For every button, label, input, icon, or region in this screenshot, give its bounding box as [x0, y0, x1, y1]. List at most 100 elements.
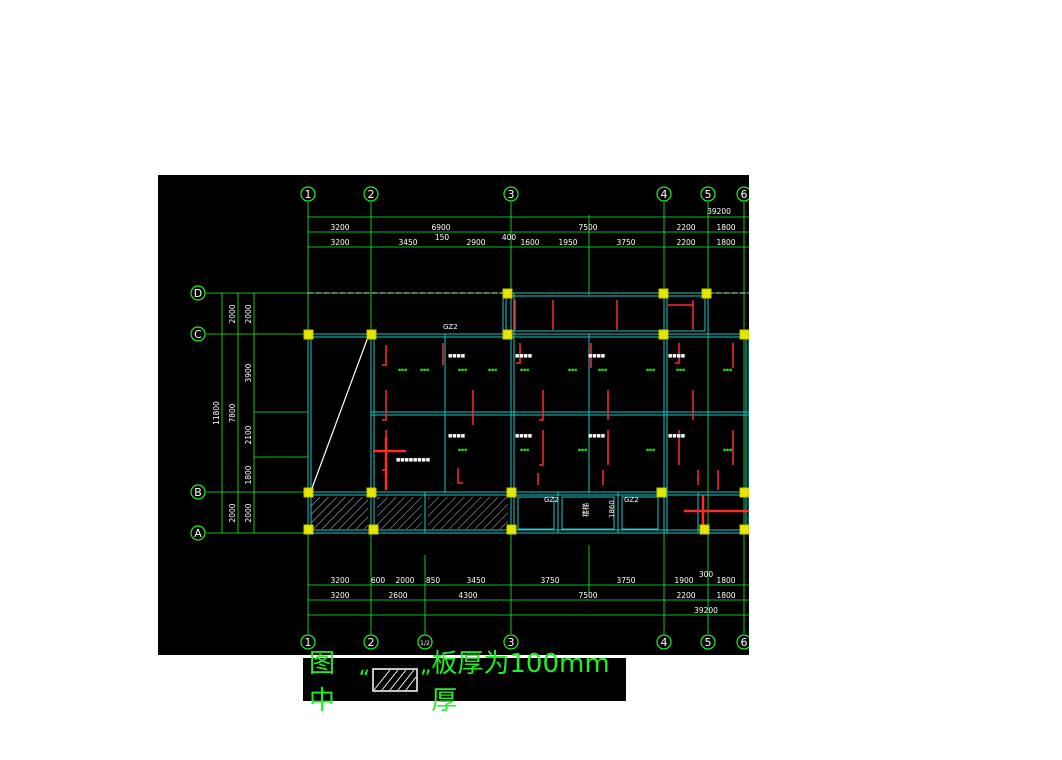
axis-label-3: 3 [508, 188, 515, 201]
svg-text:▪▪▪: ▪▪▪ [646, 368, 655, 373]
bottom-dimension-text: 3200 600 2000 850 3450 3750 3750 1900 18… [330, 570, 735, 615]
svg-text:2000: 2000 [228, 503, 237, 522]
axis-label-bottom-1: 1 [305, 636, 312, 649]
svg-text:2100: 2100 [244, 425, 253, 444]
svg-text:3750: 3750 [616, 576, 635, 585]
svg-text:■■■■: ■■■■ [515, 354, 532, 359]
svg-text:2000: 2000 [244, 304, 253, 323]
svg-text:■■■■: ■■■■ [515, 434, 532, 439]
label-1860: 1860 [608, 500, 616, 518]
svg-text:■■■■: ■■■■ [588, 434, 605, 439]
axis-label-D: D [194, 287, 202, 300]
svg-text:1800: 1800 [244, 465, 253, 484]
axis-label-1: 1 [305, 188, 312, 201]
svg-text:2200: 2200 [676, 223, 695, 232]
axis-bubble-4 [656, 186, 672, 202]
legend-quote-open: “ [358, 667, 370, 692]
hatch-swatch-icon [372, 667, 418, 692]
label-gz2-left: GZ2 [544, 496, 559, 504]
svg-text:1800: 1800 [716, 238, 735, 247]
axis-label-bottom-4: 4 [661, 636, 668, 649]
top-dimension-text: 39200 3200 6900 7500 2200 1800 3200 3450… [330, 207, 735, 247]
svg-text:600: 600 [371, 576, 386, 585]
svg-text:▪▪▪: ▪▪▪ [578, 448, 587, 453]
left-total: 11800 [212, 401, 221, 425]
stair-diagonal [310, 336, 369, 492]
axis-label-5: 5 [705, 188, 712, 201]
cad-drawing: 1 2 3 4 5 6 1 2 1/2 3 4 5 6 D C B A [158, 175, 752, 655]
label-gz2-right: GZ2 [624, 496, 639, 504]
svg-text:3200: 3200 [330, 223, 349, 232]
legend-note: 图中 “ ” 板厚为100mm厚 [303, 649, 626, 716]
left-dimension-text: 11800 2000 7800 2000 2000 3900 2100 1800… [212, 304, 253, 522]
svg-text:3750: 3750 [540, 576, 559, 585]
svg-text:3900: 3900 [244, 363, 253, 382]
axis-label-B: B [194, 486, 202, 499]
axis-label-6: 6 [741, 188, 748, 201]
svg-text:3450: 3450 [466, 576, 485, 585]
svg-text:■■■■: ■■■■ [588, 354, 605, 359]
svg-text:1900: 1900 [674, 576, 693, 585]
svg-text:▪▪▪: ▪▪▪ [488, 368, 497, 373]
svg-text:3200: 3200 [330, 238, 349, 247]
svg-text:■■■■: ■■■■ [448, 434, 465, 439]
svg-text:2900: 2900 [466, 238, 485, 247]
svg-text:▪▪▪: ▪▪▪ [723, 368, 732, 373]
svg-text:▪▪▪: ▪▪▪ [723, 448, 732, 453]
svg-text:3200: 3200 [330, 576, 349, 585]
legend-prefix: 图中 [309, 648, 336, 716]
svg-text:1950: 1950 [558, 238, 577, 247]
axis-label-bottom-5: 5 [705, 636, 712, 649]
svg-text:▪▪▪: ▪▪▪ [646, 448, 655, 453]
legend-suffix: 板厚为100mm厚 [431, 648, 610, 716]
axis-bubble-2 [363, 186, 379, 202]
svg-text:300: 300 [699, 570, 714, 579]
svg-text:1600: 1600 [520, 238, 539, 247]
svg-text:▪▪▪: ▪▪▪ [398, 368, 407, 373]
axis-bubbles-left [190, 285, 206, 541]
floor-plan-svg: 1 2 3 4 5 6 1 2 1/2 3 4 5 6 D C B A [190, 186, 752, 650]
svg-text:6900: 6900 [431, 223, 450, 232]
svg-text:7500: 7500 [578, 591, 597, 600]
axis-bubbles-top [300, 186, 752, 202]
svg-text:3200: 3200 [330, 591, 349, 600]
svg-text:▪▪▪: ▪▪▪ [458, 448, 467, 453]
axis-label-bottom-2: 2 [368, 636, 375, 649]
svg-text:7500: 7500 [578, 223, 597, 232]
svg-text:7800: 7800 [228, 403, 237, 422]
svg-text:1800: 1800 [716, 223, 735, 232]
grid-lines-vertical [307, 202, 745, 634]
rebar-annotations: ■■■■■■■■ ■■■■■■■■ ■■■■■■■■ ■■■■■■■■ ■■■■… [396, 354, 685, 463]
hatched-slab [311, 497, 508, 529]
svg-text:■■■■: ■■■■ [668, 434, 685, 439]
svg-text:▪▪▪: ▪▪▪ [458, 368, 467, 373]
svg-text:▪▪▪: ▪▪▪ [568, 368, 577, 373]
axis-label-bottom-6: 6 [741, 636, 748, 649]
svg-text:1800: 1800 [716, 576, 735, 585]
bottom-dimension-lines [308, 584, 749, 616]
svg-text:▪▪▪: ▪▪▪ [598, 368, 607, 373]
axis-label-bottom-half: 1/2 [420, 640, 430, 647]
axis-bubble-5 [700, 186, 716, 202]
svg-text:3750: 3750 [616, 238, 635, 247]
svg-text:2000: 2000 [244, 503, 253, 522]
svg-text:▪▪▪: ▪▪▪ [676, 368, 685, 373]
svg-text:▪▪▪: ▪▪▪ [420, 368, 429, 373]
legend-quote-close: ” [419, 667, 432, 692]
columns [303, 288, 750, 535]
top-total: 39200 [707, 207, 731, 216]
label-gz2-top: GZ2 [443, 323, 458, 331]
axis-bubble-3 [503, 186, 519, 202]
left-dimension-lines [221, 293, 308, 533]
svg-text:4300: 4300 [458, 591, 477, 600]
rebar-lengths: ▪▪▪ ▪▪▪ ▪▪▪ ▪▪▪ ▪▪▪ ▪▪▪ ▪▪▪ ▪▪▪ ▪▪▪ ▪▪▪ ▪▪▪ ▪▪▪… [398, 368, 732, 453]
axis-label-A: A [194, 527, 202, 540]
svg-text:2200: 2200 [676, 238, 695, 247]
axis-label-4: 4 [661, 188, 668, 201]
svg-text:1800: 1800 [716, 591, 735, 600]
svg-text:400: 400 [502, 233, 517, 242]
svg-text:3450: 3450 [398, 238, 417, 247]
svg-text:2600: 2600 [388, 591, 407, 600]
axis-label-2: 2 [368, 188, 375, 201]
rebar-marks [373, 300, 749, 533]
